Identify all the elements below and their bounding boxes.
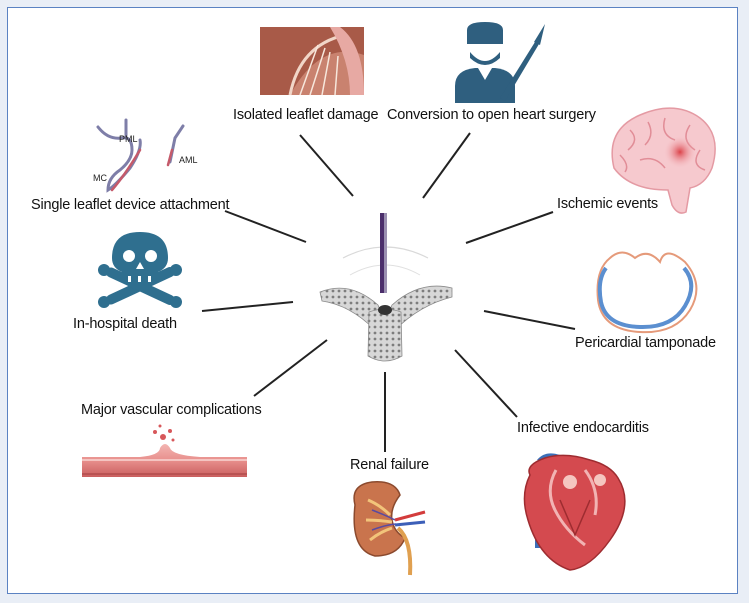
heart-illustration xyxy=(523,453,626,571)
kidney-illustration xyxy=(353,481,426,576)
connector-ischemic-events xyxy=(465,211,554,244)
surgeon-icon xyxy=(455,22,545,103)
vessel-rupture-illustration xyxy=(82,424,247,477)
connector-major-vascular xyxy=(253,339,328,397)
label-infective-endocarditis: Infective endocarditis xyxy=(517,420,649,436)
label-isolated-leaflet-damage: Isolated leaflet damage xyxy=(233,107,379,123)
connector-infective-endocarditis xyxy=(454,349,518,418)
connector-lines xyxy=(201,132,576,452)
label-in-hospital-death: In-hospital death xyxy=(73,316,177,332)
label-ischemic-events: Ischemic events xyxy=(557,196,658,212)
connector-single-leaflet xyxy=(224,210,307,243)
label-renal-failure: Renal failure xyxy=(350,457,429,473)
connector-pericardial-tamponade xyxy=(483,310,576,330)
skull-crossbones-icon xyxy=(98,232,182,308)
label-pml: PML xyxy=(119,134,138,144)
label-mc: MC xyxy=(93,173,107,183)
connector-in-hospital-death xyxy=(201,301,294,312)
label-aml: AML xyxy=(179,155,198,165)
label-pericardial-tamponade: Pericardial tamponade xyxy=(575,335,716,351)
leaflet-anatomy-sketch xyxy=(96,118,185,193)
label-single-leaflet-attachment: Single leaflet device attachment xyxy=(31,197,230,213)
leaflet-damage-illustration xyxy=(260,27,364,96)
pericardium-illustration xyxy=(596,251,698,334)
connector-isolated-leaflet xyxy=(299,134,354,197)
label-major-vascular: Major vascular complications xyxy=(81,402,262,418)
label-conversion-surgery: Conversion to open heart surgery xyxy=(387,107,596,123)
connector-conversion-surgery xyxy=(422,132,471,199)
brain-illustration xyxy=(611,107,716,214)
mitraclip-device-illustration xyxy=(319,213,453,362)
